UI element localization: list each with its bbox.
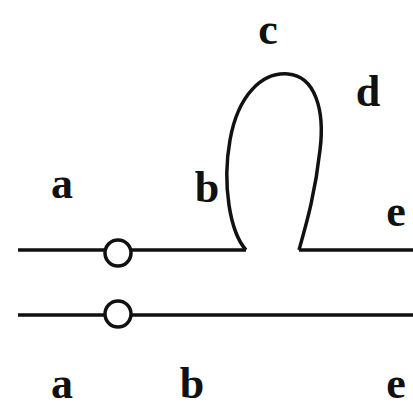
gene-label: b <box>195 166 219 210</box>
gene-label: e <box>386 190 406 234</box>
gene-label: b <box>180 362 204 406</box>
gene-label: d <box>356 70 380 114</box>
centromere <box>105 240 131 266</box>
centromere <box>105 301 131 327</box>
deletion-loop <box>227 74 321 250</box>
gene-label: c <box>258 8 278 52</box>
chromosome-line <box>299 248 413 252</box>
gene-label: a <box>51 362 73 406</box>
gene-label: e <box>386 362 406 406</box>
chromosome-line <box>18 313 413 317</box>
gene-label: a <box>51 162 73 206</box>
